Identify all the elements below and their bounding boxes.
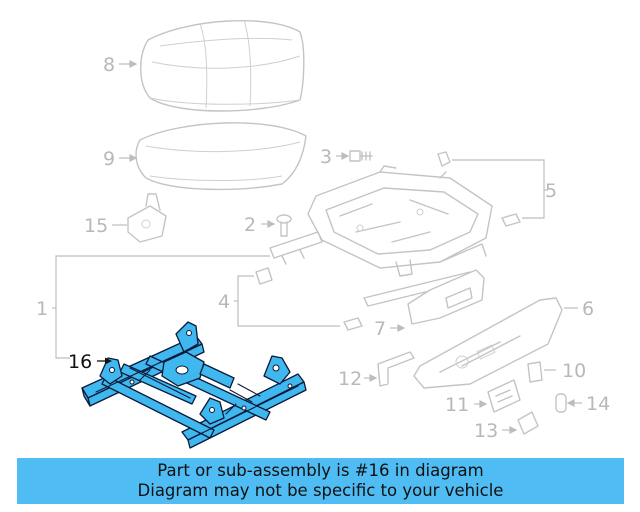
- callout-4: 4: [218, 291, 230, 313]
- part-12-bracket: [377, 351, 415, 387]
- info-banner: Part or sub-assembly is #16 in diagram D…: [17, 458, 624, 504]
- banner-line-2: Diagram may not be specific to your vehi…: [137, 481, 504, 500]
- callout-2: 2: [244, 214, 256, 236]
- banner-line-1: Part or sub-assembly is #16 in diagram: [157, 461, 484, 480]
- part-3-bolt: [349, 150, 373, 162]
- callout-11: 11: [445, 394, 469, 416]
- part-10-switch-knob: [527, 361, 543, 383]
- callout-8: 8: [103, 54, 115, 76]
- callout-3: 3: [320, 146, 332, 168]
- part-13-knob: [517, 411, 539, 435]
- part-4-clips: [255, 267, 363, 331]
- callout-9: 9: [103, 148, 115, 170]
- callout-12: 12: [338, 368, 362, 390]
- callout-5: 5: [545, 180, 557, 202]
- callout-14: 14: [586, 393, 610, 415]
- seat-frame-ghost: [269, 165, 493, 277]
- part-11-switch: [487, 379, 521, 413]
- callout-13: 13: [474, 420, 498, 442]
- callout-7: 7: [374, 318, 386, 340]
- callout-15: 15: [84, 215, 108, 237]
- part-14-clip: [555, 393, 567, 413]
- callout-10: 10: [562, 360, 586, 382]
- part-15-module: [127, 193, 167, 243]
- callout-1: 1: [36, 298, 48, 320]
- parts-diagram: 8 9 15 3 2: [36, 19, 610, 449]
- part-5-clips: [437, 151, 521, 227]
- part-7-rail-cover: [363, 269, 485, 325]
- part-2-screw: [276, 214, 292, 237]
- callout-6: 6: [582, 298, 594, 320]
- part-9-seat-cushion-cover: [135, 122, 307, 191]
- part-8-seat-cushion-pad: [140, 19, 305, 112]
- part-6-side-shield: [413, 297, 563, 389]
- callout-16: 16: [68, 351, 92, 373]
- part-16-seat-track-assembly: [81, 321, 307, 449]
